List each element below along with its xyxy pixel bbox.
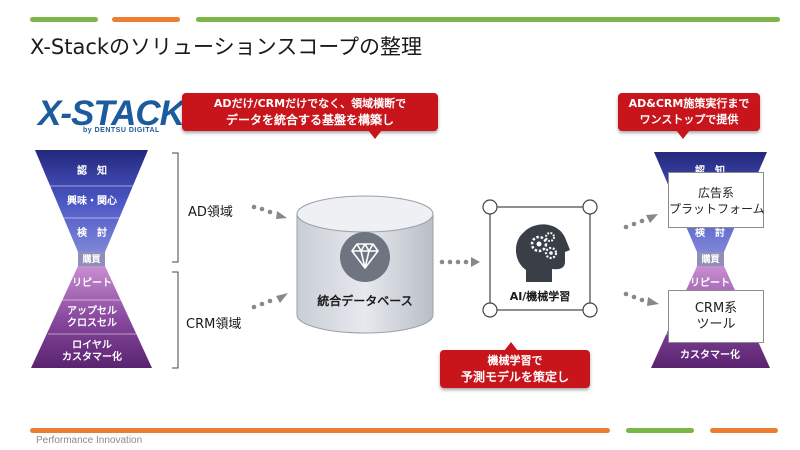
callout-ml-line2: 予測モデルを策定し: [460, 370, 569, 384]
left-funnel-bottom: [31, 266, 152, 368]
left-funnel-consideration: 検 討: [77, 228, 107, 239]
callout-integration-line2: データを統合する基盤を構築し: [225, 113, 394, 127]
ad-domain-label: AD領域: [188, 205, 233, 220]
crm-tool-box: CRM系 ツール: [668, 290, 764, 343]
bracket-crm: [172, 271, 179, 369]
right-funnel-awareness: 認 知: [678, 166, 742, 178]
gear-head-icon: [515, 224, 570, 282]
right-funnel-purchase: [697, 252, 724, 266]
left-funnel-purchase: [78, 252, 105, 266]
top-bar-green-short: [30, 17, 98, 22]
page-title: X-Stackのソリューションスコープの整理: [30, 35, 422, 59]
callout-ml: 機械学習で 予測モデルを策定し: [440, 342, 590, 388]
ad-platform-box: 広告系 プラットフォーム: [668, 172, 765, 228]
footer-text: Performance Innovation: [36, 435, 143, 446]
left-funnel-loyal: ロイヤル カスタマー化: [62, 340, 122, 363]
diamond-icon: [351, 243, 379, 269]
bracket-ad: [172, 152, 179, 263]
top-bar-green-long: [196, 17, 780, 22]
right-funnel-loyal: カスタマー化: [680, 350, 740, 361]
callout-one-stop: AD&CRM施策実行まで ワンストップで提供: [618, 93, 760, 139]
bottom-bar-orange: [30, 428, 610, 433]
database-label: 統合データベース: [317, 294, 413, 308]
callout-integration-line1: ADだけ/CRMだけでなく、領域横断で: [213, 97, 407, 110]
left-funnel-upsell: アップセル クロスセル: [67, 306, 117, 329]
bottom-bar-orange-short: [710, 428, 778, 433]
left-funnel-awareness: 認 知: [77, 166, 107, 177]
diamond-icon-bg: [340, 232, 390, 282]
ai-label: AI/機械学習: [509, 290, 571, 303]
left-funnel-top: [35, 150, 148, 252]
callout-integration: ADだけ/CRMだけでなく、領域横断で データを統合する基盤を構築し: [182, 93, 438, 139]
top-bar-orange: [112, 17, 180, 22]
callout-ml-line1: 機械学習で: [487, 354, 543, 367]
right-funnel-consideration: 検 討: [695, 228, 725, 239]
callout-one-stop-line1: AD&CRM施策実行まで: [628, 97, 750, 110]
left-funnel-repeat: リピート: [72, 278, 112, 289]
callout-one-stop-line2: ワンストップで提供: [639, 113, 739, 126]
logo-main: X-STACK: [38, 94, 185, 133]
crm-domain-label: CRM領域: [186, 317, 242, 332]
right-funnel-purchase-label: 購買: [701, 255, 720, 265]
left-funnel-interest: 興味・関心: [67, 196, 117, 207]
logo-sub: by DENTSU DIGITAL: [83, 127, 160, 134]
bottom-bar-green: [626, 428, 694, 433]
right-funnel-repeat: リピート: [690, 278, 730, 289]
left-funnel-purchase-label: 購買: [82, 255, 101, 265]
